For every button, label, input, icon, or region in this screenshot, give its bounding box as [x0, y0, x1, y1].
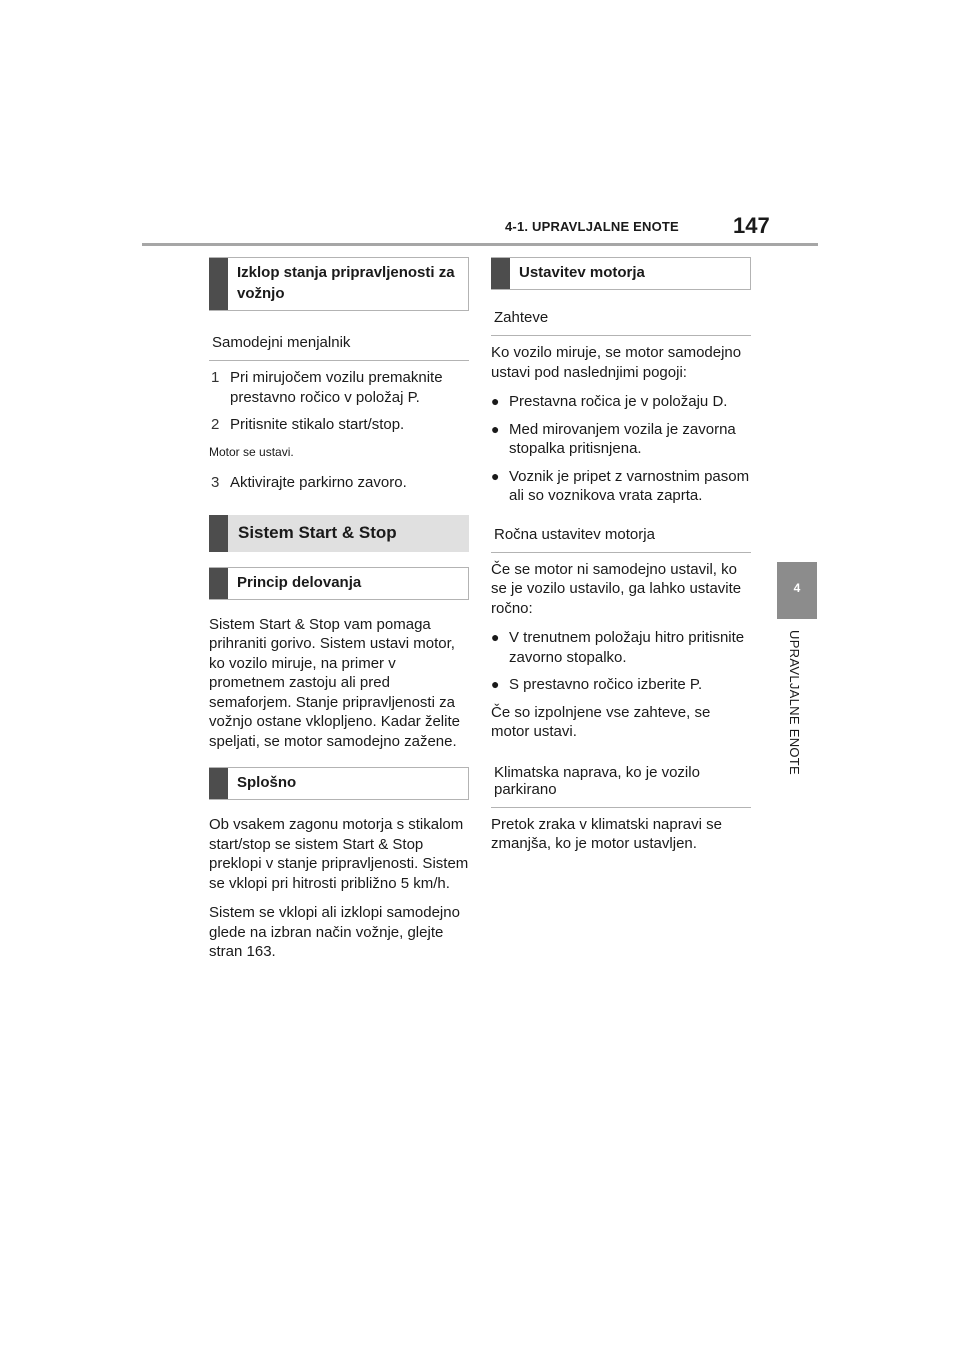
step-number: 1 — [211, 369, 220, 386]
heading: Princip delovanja — [237, 573, 362, 591]
bullet-icon: ● — [491, 676, 500, 692]
heading: Ustavitev motorja — [519, 264, 645, 281]
paragraph: Pretok zraka v klimatski napravi se zman… — [491, 815, 722, 853]
subheading: Samodejni menjalnik — [209, 334, 469, 361]
heading-box: Ustavitev motorja — [491, 257, 751, 290]
heading-box: Princip delovanja — [209, 566, 469, 600]
bullet-icon: ● — [491, 420, 500, 437]
bullet-icon: ● — [491, 393, 500, 409]
step: 3 Aktivirajte parkirno zavoro. — [209, 473, 469, 493]
bullet-icon: ● — [491, 629, 500, 645]
subheading: Zahteve — [491, 309, 751, 336]
paragraph: Ob vsakem zagonu motorja s stikalom star… — [209, 816, 469, 892]
left-column: Izklop stanja pripravljenosti za vožnjo … — [209, 257, 469, 972]
heading-bar — [491, 258, 510, 289]
header-rule — [142, 243, 818, 246]
heading-bar — [209, 514, 228, 552]
paragraph: Sistem Start & Stop vam pomaga prihranit… — [209, 615, 460, 750]
page-number: 147 — [733, 213, 770, 238]
note: Motor se ustavi. — [209, 444, 294, 459]
chapter-number: 4 — [793, 581, 801, 595]
bullet-item: ● V trenutnem položaju hitro pritisnite … — [491, 628, 751, 667]
bullet-text: V trenutnem položaju hitro pritisnite za… — [509, 629, 745, 666]
bullet-icon: ● — [491, 467, 500, 484]
bullet-item: ● Med mirovanjem vozila je zavorna stopa… — [491, 420, 751, 459]
step-text: Aktivirajte parkirno zavoro. — [230, 474, 407, 491]
heading-bar — [209, 567, 228, 599]
paragraph: Če se motor ni samodejno ustavil, ko se … — [491, 560, 742, 617]
paragraph: Ko vozilo miruje, se motor samodejno ust… — [491, 344, 742, 381]
bullet-text: S prestavno ročico izberite P. — [509, 676, 703, 693]
paragraph: Sistem se vklopi ali izklopi samodejno g… — [209, 904, 460, 960]
heading-bar — [209, 768, 228, 799]
bullet-text: Med mirovanjem vozila je zavorna stopalk… — [509, 420, 736, 458]
heading-box: Izklop stanja pripravljenosti za vožnjo — [209, 257, 469, 311]
section-heading: Sistem Start & Stop — [238, 522, 397, 542]
step-text: Pritisnite stikalo start/stop. — [230, 416, 405, 433]
step-number: 2 — [211, 416, 220, 433]
section-heading-box: Sistem Start & Stop — [209, 514, 469, 552]
step: 1 Pri mirujočem vozilu premaknite presta… — [209, 368, 469, 407]
step-text: Pri mirujočem vozilu premaknite prestavn… — [230, 369, 443, 406]
heading-bar — [209, 258, 228, 310]
section-title: 4-1. UPRAVLJALNE ENOTE — [505, 219, 679, 234]
heading-box: Splošno — [209, 767, 469, 800]
bullet-item: ● Prestavna ročica je v položaju D. — [491, 392, 751, 412]
heading: Izklop stanja pripravljenosti za vožnjo — [237, 264, 455, 302]
chapter-tab — [777, 562, 817, 619]
step-number: 3 — [211, 474, 220, 491]
paragraph: Če so izpolnjene vse zahteve, se motor u… — [491, 703, 711, 741]
right-column: Ustavitev motorja Zahteve Ko vozilo miru… — [491, 257, 751, 864]
chapter-label: UPRAVLJALNE ENOTE — [787, 630, 802, 776]
bullet-item: ● S prestavno ročico izberite P. — [491, 675, 751, 695]
step: 2 Pritisnite stikalo start/stop. — [209, 415, 469, 435]
bullet-text: Prestavna ročica je v položaju D. — [509, 393, 728, 410]
subheading: Ročna ustavitev motorja — [491, 526, 751, 553]
bullet-text: Voznik je pripet z varnostnim pasom ali … — [509, 467, 750, 505]
heading: Splošno — [237, 774, 297, 791]
bullet-item: ● Voznik je pripet z varnostnim pasom al… — [491, 467, 751, 506]
subheading: Klimatska naprava, ko je vozilo parkiran… — [491, 764, 751, 808]
